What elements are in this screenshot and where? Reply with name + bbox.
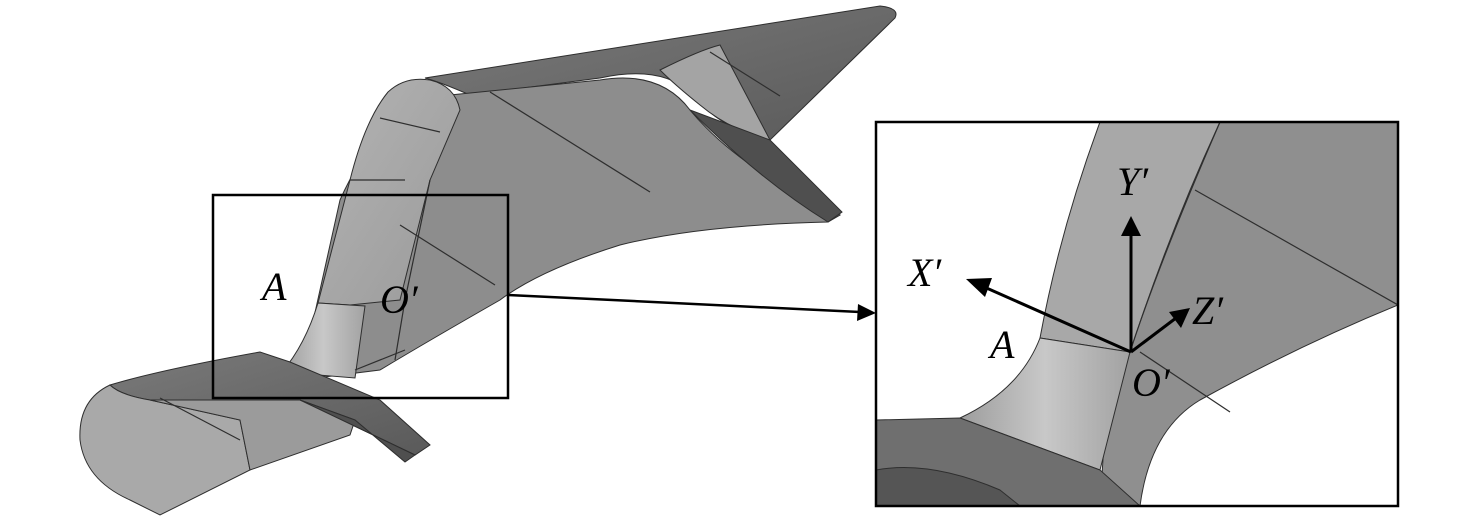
lower-flange-underside [299,399,416,463]
post-face [317,78,461,306]
main-origin-label: O′ [380,277,419,322]
neck-face [280,302,366,379]
detail-axis-z-label: Z′ [1192,288,1224,333]
lower-flange-end [79,384,251,516]
main-edges [159,51,781,441]
detail-lower-flange-edge [876,467,1021,506]
axis-x-arrow [966,278,1132,354]
detail-frame [874,120,1400,508]
axis-y-arrow [1121,216,1141,352]
detail-axis-y-label: Y′ [1117,159,1149,204]
axis-z-arrow [1130,308,1190,354]
detail-axis-x-label: X′ [906,250,942,295]
detail-point-a-label: A [987,322,1015,367]
main-point-a-label: A [259,264,287,309]
zoom-arrow [507,293,876,321]
detail-origin-label: O′ [1132,360,1171,405]
main-part [79,5,897,516]
zoom-region-box [211,193,510,400]
upper-flange-underside [689,109,843,223]
detail-view: Y′ X′ Z′ A O′ [874,120,1400,508]
